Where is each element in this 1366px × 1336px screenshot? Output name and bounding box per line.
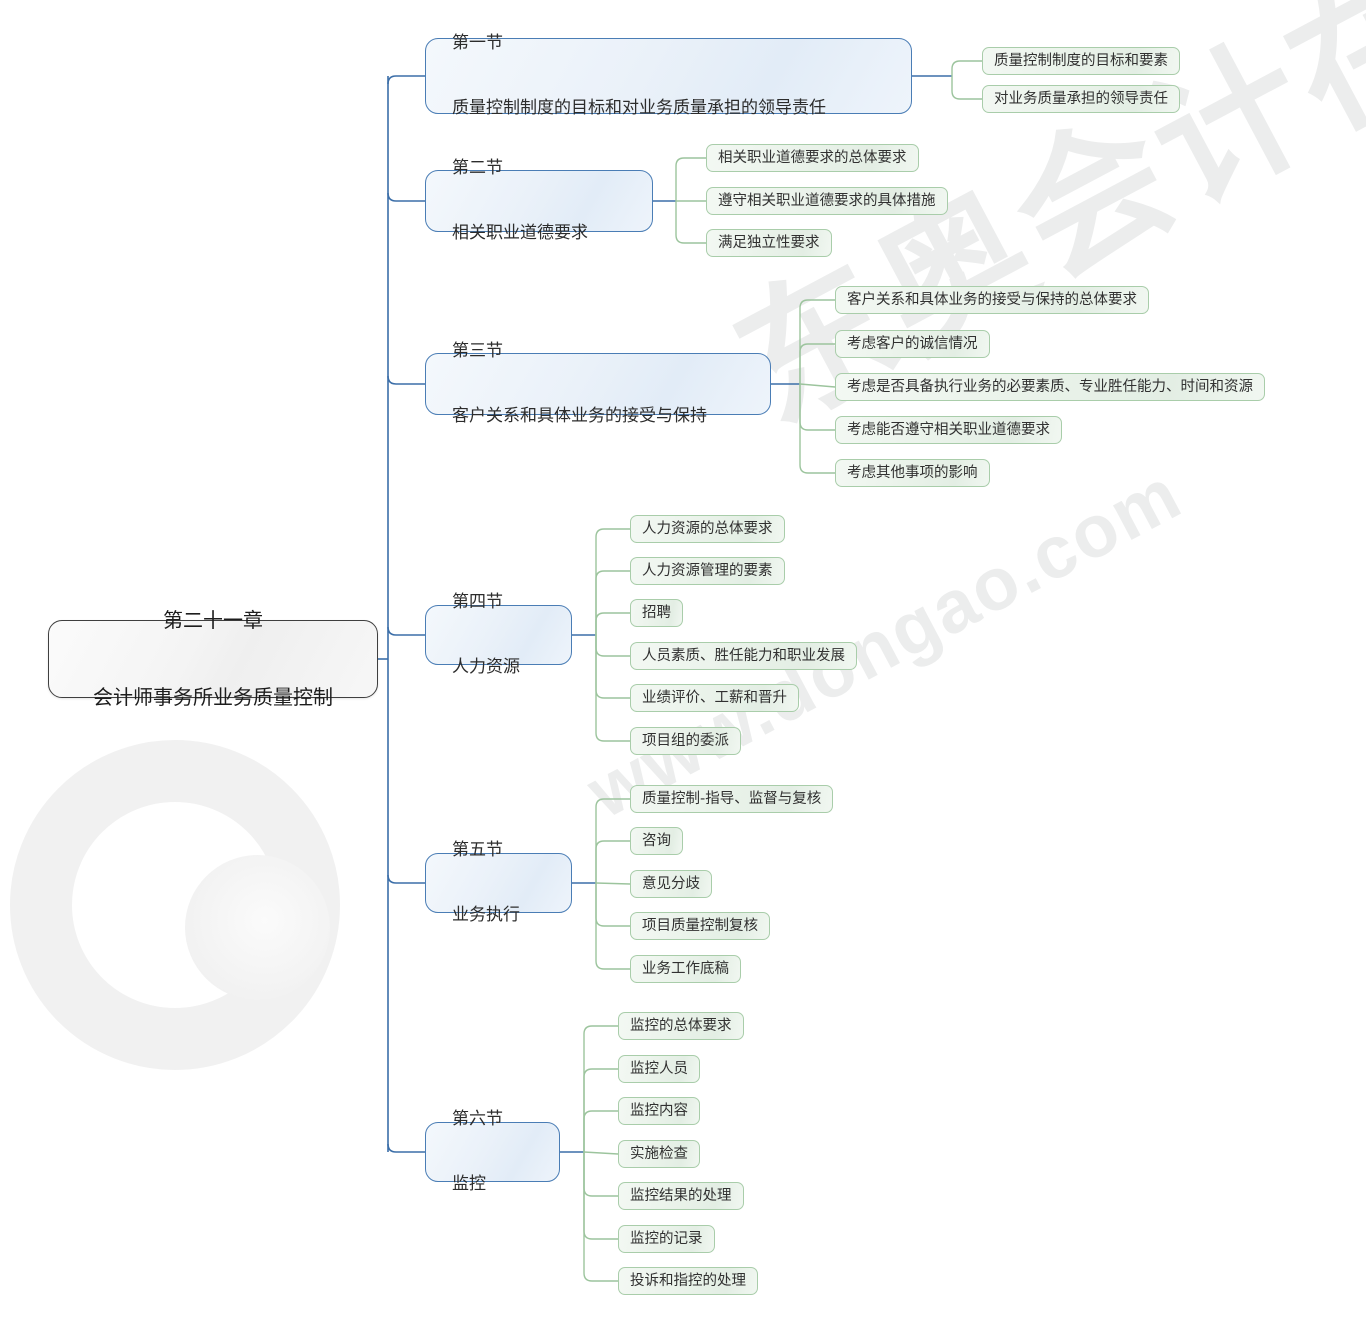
leaf-label: 满足独立性要求	[718, 234, 820, 251]
section-6-leaf-wires	[583, 1025, 619, 1282]
leaf-node-3-1[interactable]: 客户关系和具体业务的接受与保持的总体要求	[835, 286, 1149, 314]
leaf-node-2-3[interactable]: 满足独立性要求	[706, 229, 832, 257]
leaf-node-5-4[interactable]: 项目质量控制复核	[630, 912, 770, 940]
watermark-dot	[185, 855, 330, 1000]
trunk-wires	[378, 75, 425, 1153]
section-node-2[interactable]: 第二节 相关职业道德要求	[425, 158, 653, 243]
leaf-label: 业务工作底稿	[642, 960, 729, 977]
section-3-line-1: 第三节	[452, 340, 503, 361]
leaf-label: 监控内容	[630, 1102, 688, 1119]
section-1-label: 第一节 质量控制制度的目标和对业务质量承担的领导责任	[452, 0, 826, 163]
leaf-node-6-1[interactable]: 监控的总体要求	[618, 1012, 744, 1040]
leaf-label: 实施检查	[630, 1145, 688, 1162]
leaf-label: 项目质量控制复核	[642, 917, 758, 934]
leaf-label: 人力资源管理的要素	[642, 562, 773, 579]
root-line-2: 会计师事务所业务质量控制	[93, 684, 333, 709]
leaf-label: 招聘	[642, 604, 671, 621]
leaf-node-5-1[interactable]: 质量控制-指导、监督与复核	[630, 785, 834, 813]
leaf-node-4-4[interactable]: 人员素质、胜任能力和职业发展	[630, 642, 857, 670]
leaf-node-4-1[interactable]: 人力资源的总体要求	[630, 515, 785, 543]
root-label: 第二十一章 会计师事务所业务质量控制	[93, 557, 333, 762]
leaf-node-4-2[interactable]: 人力资源管理的要素	[630, 557, 785, 585]
leaf-label: 人员素质、胜任能力和职业发展	[642, 647, 845, 664]
leaf-node-3-3[interactable]: 考虑是否具备执行业务的必要素质、专业胜任能力、时间和资源	[835, 373, 1265, 401]
leaf-node-6-6[interactable]: 监控的记录	[618, 1225, 715, 1253]
leaf-label: 监控人员	[630, 1060, 688, 1077]
section-3-label: 第三节 客户关系和具体业务的接受与保持	[452, 297, 707, 471]
leaf-node-5-3[interactable]: 意见分歧	[630, 870, 712, 898]
section-3-line-2: 客户关系和具体业务的接受与保持	[452, 405, 707, 426]
root-line-1: 第二十一章	[163, 607, 263, 632]
leaf-label: 意见分歧	[642, 875, 700, 892]
leaf-node-1-1[interactable]: 质量控制制度的目标和要素	[982, 47, 1180, 75]
leaf-label: 质量控制制度的目标和要素	[994, 52, 1168, 69]
leaf-node-4-6[interactable]: 项目组的委派	[630, 727, 741, 755]
root-node[interactable]: 第二十一章 会计师事务所业务质量控制	[48, 608, 378, 709]
leaf-label: 相关职业道德要求的总体要求	[718, 149, 907, 166]
section-5-label: 第五节 业务执行	[452, 796, 520, 970]
section-node-4[interactable]: 第四节 人力资源	[425, 592, 572, 677]
leaf-node-6-2[interactable]: 监控人员	[618, 1055, 700, 1083]
leaf-label: 人力资源的总体要求	[642, 520, 773, 537]
leaf-node-3-4[interactable]: 考虑能否遵守相关职业道德要求	[835, 416, 1062, 444]
section-4-line-2: 人力资源	[452, 656, 520, 677]
leaf-label: 监控的记录	[630, 1230, 703, 1247]
leaf-node-4-5[interactable]: 业绩评价、工薪和晋升	[630, 684, 799, 712]
section-6-line-2: 监控	[452, 1173, 486, 1194]
leaf-node-2-1[interactable]: 相关职业道德要求的总体要求	[706, 144, 919, 172]
leaf-node-1-2[interactable]: 对业务质量承担的领导责任	[982, 85, 1180, 113]
leaf-label: 遵守相关职业道德要求的具体措施	[718, 192, 936, 209]
section-1-line-2: 质量控制制度的目标和对业务质量承担的领导责任	[452, 97, 826, 118]
leaf-label: 客户关系和具体业务的接受与保持的总体要求	[847, 291, 1137, 308]
section-2-label: 第二节 相关职业道德要求	[452, 114, 588, 288]
leaf-node-2-2[interactable]: 遵守相关职业道德要求的具体措施	[706, 187, 948, 215]
section-5-leaf-wires	[595, 798, 631, 970]
section-5-line-1: 第五节	[452, 839, 503, 860]
section-4-label: 第四节 人力资源	[452, 548, 520, 722]
section-2-leaf-wires	[675, 157, 706, 244]
leaf-label: 监控结果的处理	[630, 1187, 732, 1204]
leaf-node-6-7[interactable]: 投诉和指控的处理	[618, 1267, 758, 1295]
section-node-6[interactable]: 第六节 监控	[425, 1109, 560, 1194]
leaf-label: 对业务质量承担的领导责任	[994, 90, 1168, 107]
section-1-leaf-wires	[951, 60, 982, 100]
section-6-label: 第六节 监控	[452, 1065, 503, 1239]
section-5-line-2: 业务执行	[452, 904, 520, 925]
leaf-node-6-3[interactable]: 监控内容	[618, 1097, 700, 1125]
watermark-ring	[10, 740, 340, 1070]
leaf-node-5-2[interactable]: 咨询	[630, 827, 683, 855]
section-2-line-1: 第二节	[452, 157, 503, 178]
leaf-label: 投诉和指控的处理	[630, 1272, 746, 1289]
leaf-label: 质量控制-指导、监督与复核	[642, 790, 822, 807]
leaf-node-3-2[interactable]: 考虑客户的诚信情况	[835, 330, 990, 358]
leaf-label: 项目组的委派	[642, 732, 729, 749]
section-node-3[interactable]: 第三节 客户关系和具体业务的接受与保持	[425, 341, 771, 426]
section-6-line-1: 第六节	[452, 1108, 503, 1129]
section-node-1[interactable]: 第一节 质量控制制度的目标和对业务质量承担的领导责任	[425, 33, 912, 118]
section-4-leaf-wires	[595, 528, 630, 742]
leaf-node-6-5[interactable]: 监控结果的处理	[618, 1182, 744, 1210]
leaf-label: 考虑能否遵守相关职业道德要求	[847, 421, 1050, 438]
leaf-node-6-4[interactable]: 实施检查	[618, 1140, 700, 1168]
section-4-line-1: 第四节	[452, 591, 503, 612]
leaf-label: 业绩评价、工薪和晋升	[642, 689, 787, 706]
leaf-label: 考虑是否具备执行业务的必要素质、专业胜任能力、时间和资源	[847, 378, 1253, 395]
section-2-line-2: 相关职业道德要求	[452, 222, 588, 243]
leaf-label: 咨询	[642, 832, 671, 849]
leaf-node-4-3[interactable]: 招聘	[630, 599, 683, 627]
leaf-node-5-5[interactable]: 业务工作底稿	[630, 955, 741, 983]
section-node-5[interactable]: 第五节 业务执行	[425, 840, 572, 925]
section-1-line-1: 第一节	[452, 32, 503, 53]
section-3-leaf-wires	[799, 299, 836, 474]
leaf-node-3-5[interactable]: 考虑其他事项的影响	[835, 459, 990, 487]
leaf-label: 考虑客户的诚信情况	[847, 335, 978, 352]
leaf-label: 考虑其他事项的影响	[847, 464, 978, 481]
leaf-label: 监控的总体要求	[630, 1017, 732, 1034]
